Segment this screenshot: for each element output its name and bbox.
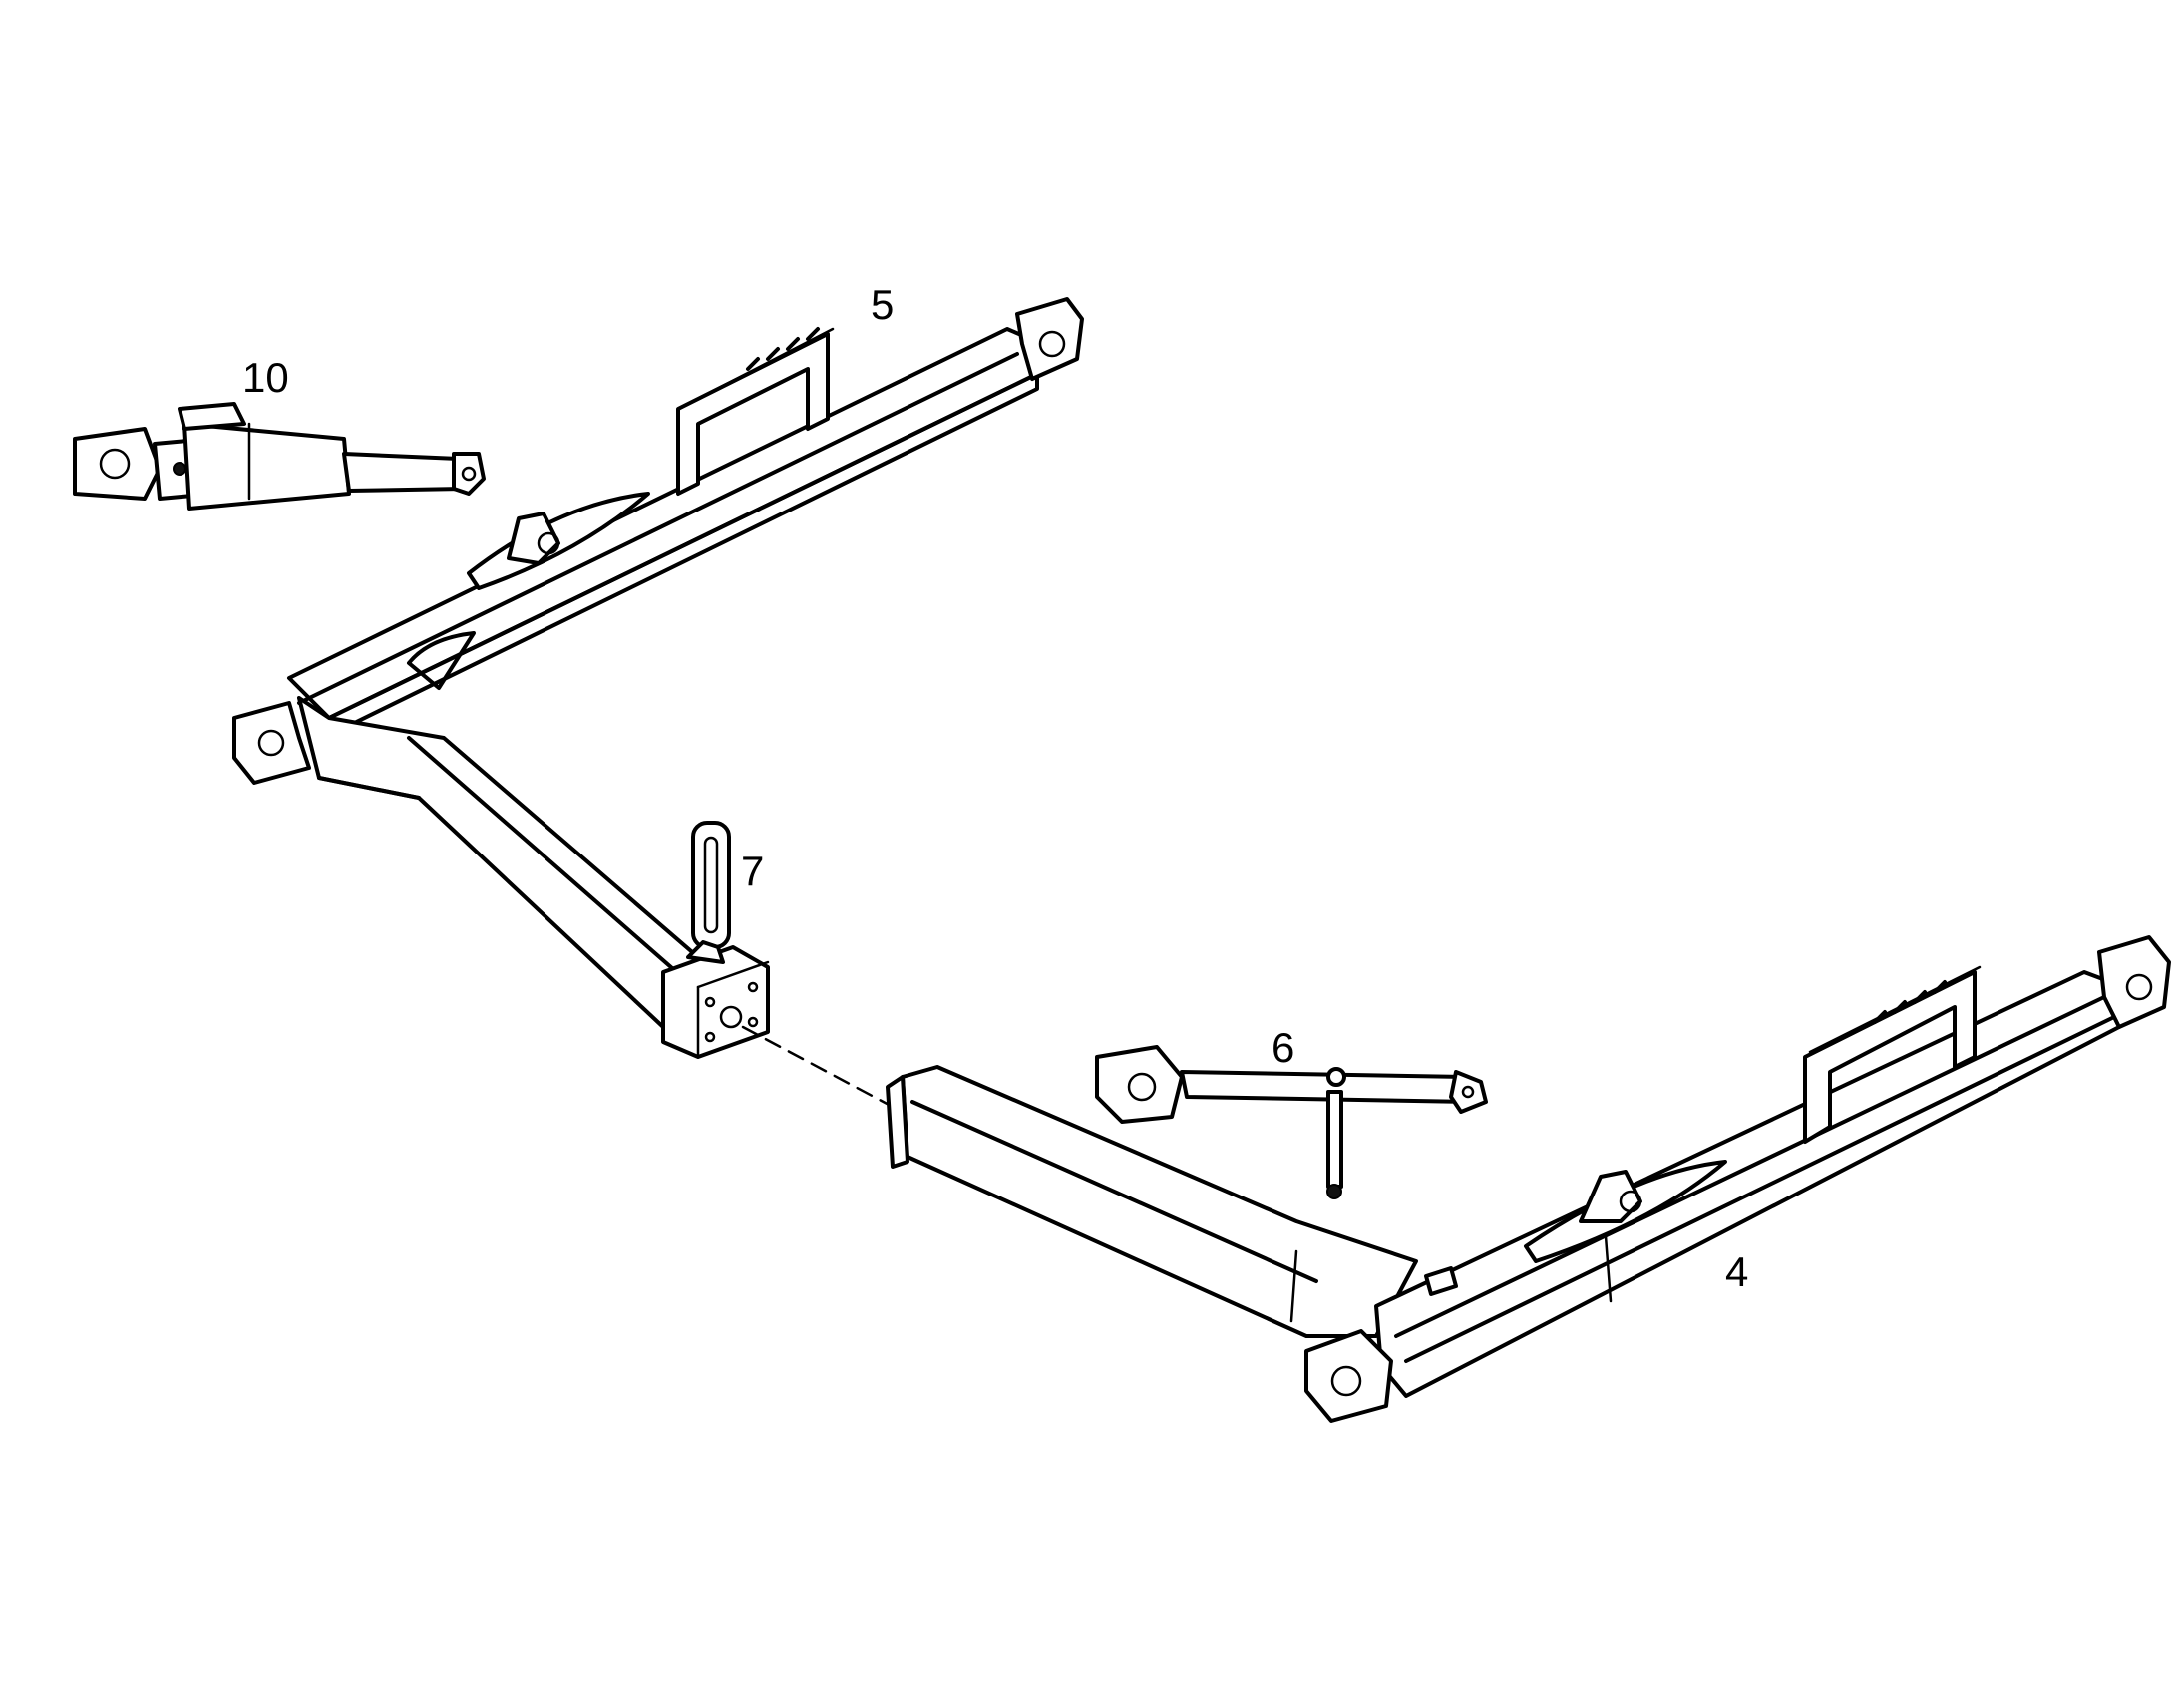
link-part-7 (691, 821, 731, 949)
assembly-connection-line (741, 1025, 895, 1109)
callout-part-4: 4 (1725, 1248, 1748, 1295)
hydraulic-cylinder-part-10 (73, 402, 486, 511)
adjuster-rod-part-6 (1095, 1045, 1488, 1199)
callout-part-10: 10 (242, 354, 289, 401)
callout-part-6: 6 (1272, 1024, 1294, 1071)
coupling-block (661, 940, 770, 1059)
frame-beam-part-4 (886, 935, 2171, 1423)
callout-part-7: 7 (741, 848, 764, 894)
frame-beam-part-5 (232, 297, 1084, 1059)
callout-part-5: 5 (871, 281, 894, 328)
